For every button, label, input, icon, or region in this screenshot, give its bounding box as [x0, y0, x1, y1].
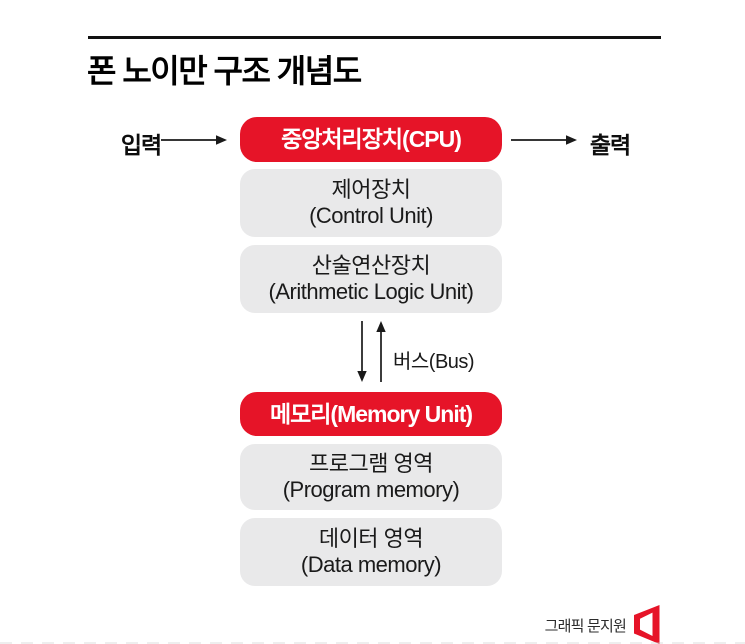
- graphic-credit: 그래픽 문지원: [544, 618, 627, 635]
- program-memory-box: 프로그램 영역 (Program memory): [240, 444, 502, 510]
- memory-box: 메모리(Memory Unit): [240, 392, 502, 436]
- cropped-text-artifact: [0, 642, 745, 644]
- data-memory-label-en: (Data memory): [300, 552, 442, 577]
- page-title: 폰 노이만 구조 개념도: [87, 53, 362, 89]
- bus-down-arrow-icon: [357, 321, 367, 382]
- control-unit-label-en: (Control Unit): [309, 203, 433, 228]
- program-memory-label-en: (Program memory): [282, 477, 460, 502]
- data-memory-box: 데이터 영역 (Data memory): [240, 518, 502, 586]
- title-rule: [88, 36, 661, 39]
- alu-label-ko: 산술연산장치: [311, 253, 431, 278]
- alu-label-en: (Arithmetic Logic Unit): [268, 279, 474, 304]
- data-memory-label-ko: 데이터 영역: [318, 526, 424, 551]
- asiae-press-logo-icon: [634, 605, 660, 644]
- bus-up-arrow-icon: [376, 321, 386, 382]
- program-memory-label-ko: 프로그램 영역: [308, 451, 434, 476]
- bus-label: 버스(Bus): [393, 351, 475, 373]
- output-arrow-icon: [511, 135, 577, 145]
- control-unit-label-ko: 제어장치: [331, 177, 411, 202]
- control-unit-box: 제어장치 (Control Unit): [240, 169, 502, 237]
- alu-box: 산술연산장치 (Arithmetic Logic Unit): [240, 245, 502, 313]
- cpu-box: 중앙처리장치(CPU): [240, 117, 502, 162]
- output-label: 출력: [589, 132, 631, 158]
- input-label: 입력: [120, 132, 162, 158]
- input-arrow-icon: [161, 135, 227, 145]
